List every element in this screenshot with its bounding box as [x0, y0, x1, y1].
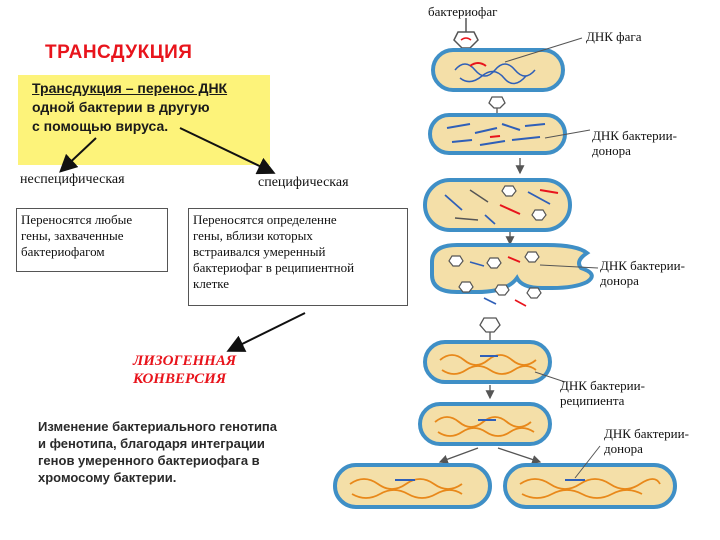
- category-specific: специфическая: [258, 175, 349, 190]
- label-bacteriophage: бактериофаг: [428, 4, 498, 19]
- description-line: хромосому бактерии.: [38, 470, 177, 485]
- arrow-to-nonspecific: [59, 137, 97, 173]
- label-line: ДНК бактерии-: [592, 128, 677, 143]
- description-line: и фенотипа, благодаря интеграции: [38, 436, 265, 451]
- nonspecific-line: бактериофагом: [21, 244, 105, 259]
- arrow-to-lysogenic: [226, 312, 306, 352]
- pointer-donor-dna-1: [544, 129, 591, 139]
- label-line: донора: [600, 273, 639, 288]
- description-line: генов умеренного бактериофага в: [38, 453, 260, 468]
- pointer-recipient-dna: [534, 371, 566, 383]
- label-line: ДНК бактерии-: [604, 426, 689, 441]
- nonspecific-line: Переносятся любые: [21, 212, 133, 227]
- pointer-phage-dna: [504, 37, 583, 63]
- lysogenic-conversion-title: ЛИЗОГЕННАЯ КОНВЕРСИЯ: [133, 352, 236, 388]
- label-donor-dna-1: ДНК бактерии- донора: [592, 128, 677, 158]
- description-line: Изменение бактериального генотипа: [38, 419, 278, 434]
- definition-line: Трансдукция – перенос ДНК: [32, 80, 228, 96]
- arrow-to-specific: [179, 127, 276, 175]
- bacterium-cell: [423, 178, 572, 232]
- lysogenic-description: Изменение бактериального генотипа и фено…: [38, 418, 277, 486]
- specific-line: гены, вблизи которых: [193, 228, 313, 243]
- specific-line: Переносятся определенне: [193, 212, 337, 227]
- label-line: донора: [592, 143, 631, 158]
- bacterium-cell: [418, 402, 552, 446]
- daughter-cell: [503, 463, 677, 509]
- label-line: ДНК бактерии-: [560, 378, 645, 393]
- label-line: реципиента: [560, 393, 625, 408]
- pointer-donor-dna-3: [574, 445, 601, 479]
- daughter-cell: [333, 463, 492, 509]
- definition-line: одной бактерии в другую: [32, 99, 210, 115]
- label-line: донора: [604, 441, 643, 456]
- pointer-donor-dna-2: [539, 264, 599, 269]
- lysogenic-line: КОНВЕРСИЯ: [133, 371, 227, 387]
- split-arrow-left: [438, 447, 479, 464]
- page-title: ТРАНСДУКЦИЯ: [45, 42, 193, 63]
- label-phage-dna: ДНК фага: [586, 29, 642, 44]
- bacterium-cell: [423, 340, 552, 384]
- specific-box: Переносятся определенне гены, вблизи кот…: [188, 208, 408, 306]
- label-recipient-dna: ДНК бактерии- реципиента: [560, 378, 645, 408]
- bacterium-cell-lysis: [430, 243, 594, 307]
- label-donor-dna-2: ДНК бактерии- донора: [600, 258, 685, 288]
- split-arrow-right: [497, 447, 542, 464]
- specific-line: бактериофаг в реципиентной: [193, 260, 355, 275]
- bacterium-cell: [428, 113, 567, 155]
- specific-line: клетке: [193, 276, 230, 291]
- category-nonspecific: неспецифическая: [20, 172, 125, 187]
- definition-line: с помощью вируса.: [32, 118, 169, 134]
- phage-icon: [479, 317, 501, 344]
- lysogenic-line: ЛИЗОГЕННАЯ: [133, 353, 237, 369]
- nonspecific-line: гены, захваченные: [21, 228, 124, 243]
- label-line: ДНК бактерии-: [600, 258, 685, 273]
- label-donor-dna-3: ДНК бактерии- донора: [604, 426, 689, 456]
- bacterium-cell: [431, 48, 565, 92]
- nonspecific-box: Переносятся любые гены, захваченные бакт…: [16, 208, 168, 272]
- specific-line: встраивался умеренный: [193, 244, 326, 259]
